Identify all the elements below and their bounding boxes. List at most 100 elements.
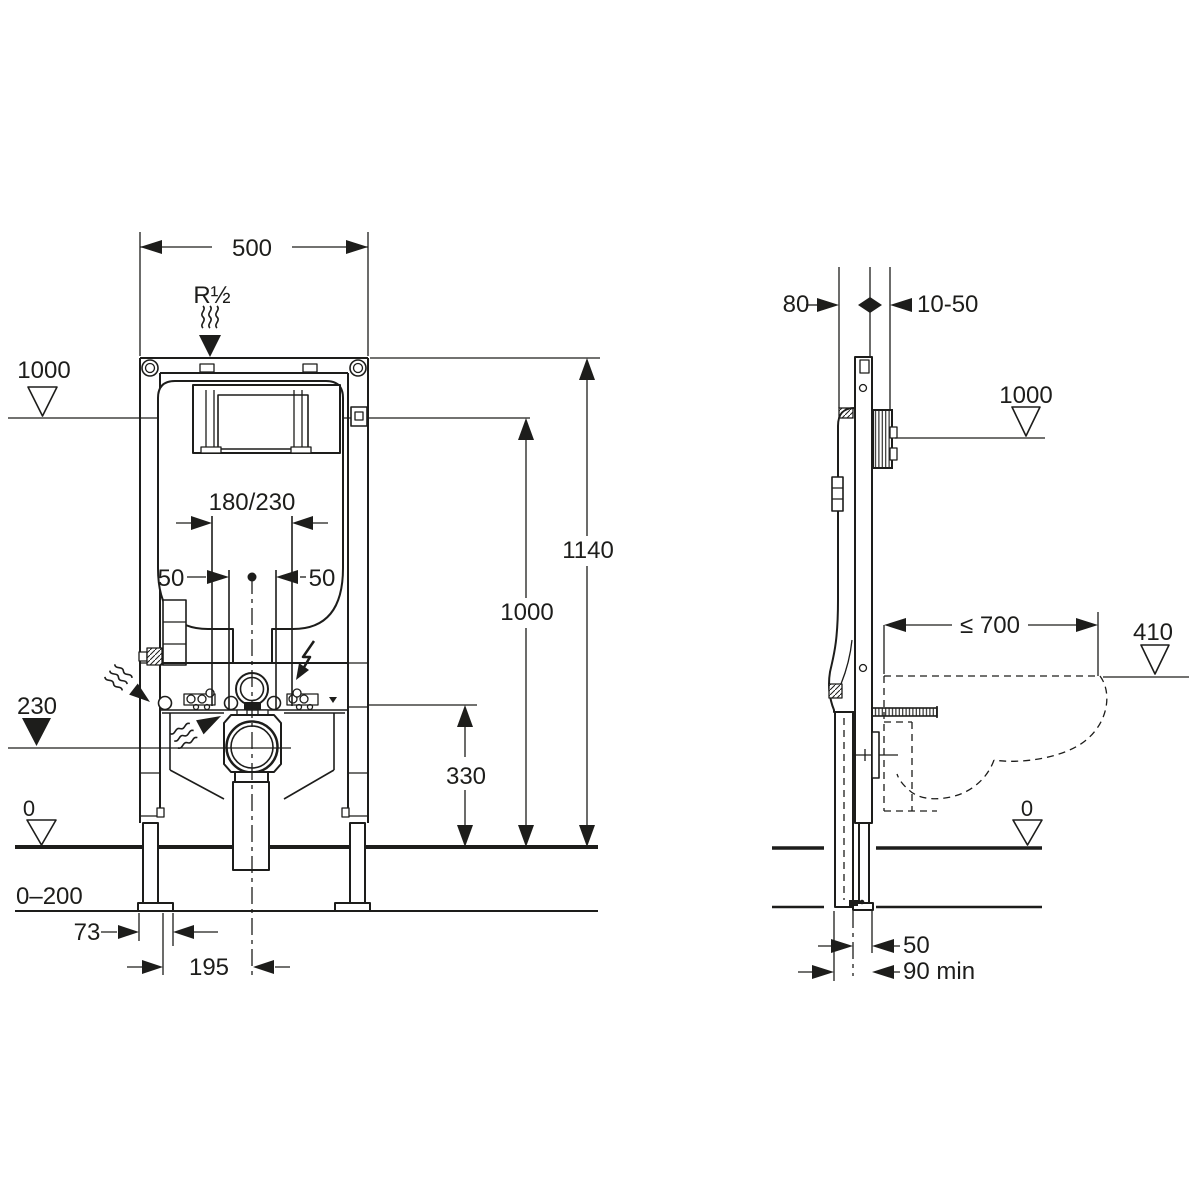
arrowhead-icon <box>1076 618 1098 632</box>
level-0-label: 0 <box>23 796 35 821</box>
dim-foot: 73 <box>74 913 218 946</box>
dim-frame-height-label: 1140 <box>562 537 614 564</box>
dim-wall-min-label: 90 min <box>903 958 975 985</box>
arrowhead-icon <box>142 960 163 974</box>
dim-inner-height-label: 1000 <box>500 599 553 626</box>
mounting-frame <box>139 357 369 823</box>
frame-screw-icon <box>349 359 367 377</box>
dim-inner-height: 1000 <box>500 418 554 847</box>
arrowhead-icon <box>884 618 906 632</box>
inspection-box <box>192 384 341 454</box>
arrowhead-icon <box>118 925 139 939</box>
dim-offsets-50: 50 50 <box>158 565 336 592</box>
dim-width-label: 500 <box>232 235 272 262</box>
diamond-arrow-icon <box>858 297 882 313</box>
dim-floor-range-label: 0–200 <box>16 883 83 910</box>
dim-pipe-to-front: 50 <box>818 910 930 959</box>
level-1000-label: 1000 <box>17 357 70 384</box>
connection-fittings <box>157 688 337 711</box>
dim-offset-right-label: 50 <box>309 565 336 592</box>
arrowhead-icon <box>812 965 834 979</box>
level-230-label: 230 <box>17 693 57 720</box>
dim-frame-depth: 80 <box>783 291 839 318</box>
marker-arrow-icon <box>329 697 337 703</box>
down-arrow-icon <box>199 335 221 357</box>
arrowhead-icon <box>518 418 534 440</box>
dim-frame-depth-label: 80 <box>783 291 810 318</box>
front-view: R½ 500 180/230 <box>8 232 614 981</box>
level-marker-230: 230 <box>17 693 57 746</box>
level-marker-1000: 1000 <box>17 357 71 417</box>
arrowhead-icon <box>173 925 194 939</box>
dim-support-height: 330 <box>368 704 486 847</box>
dim-support-height-label: 330 <box>446 763 486 790</box>
arrowhead-icon <box>457 705 473 727</box>
level-triangle-icon <box>1012 819 1043 846</box>
connection-lines <box>228 570 277 710</box>
arrowhead-icon <box>292 516 313 530</box>
dim-rod-spacing-label: 180/230 <box>209 489 296 516</box>
wc-pan-outline <box>883 675 1108 812</box>
water-wave-icon <box>201 305 219 329</box>
level-triangle-icon <box>1011 406 1041 437</box>
dim-pan-depth-label: ≤ 700 <box>960 612 1020 639</box>
side-view: 80 10-50 <box>772 267 1189 985</box>
dim-rod-spacing: 180/230 <box>176 489 328 530</box>
fixing-rods <box>211 516 293 706</box>
dim-pan-depth: ≤ 700 <box>883 612 1099 676</box>
arrowhead-icon <box>872 939 894 953</box>
rail-bolt-box <box>350 406 368 427</box>
arrowhead-icon <box>831 939 853 953</box>
dim-offset-left-label: 50 <box>158 565 185 592</box>
dim-finish-thickness: 10-50 <box>890 291 978 318</box>
level-marker-0: 0 <box>23 796 57 846</box>
arrowhead-icon <box>276 570 298 584</box>
arrowhead-icon <box>579 358 595 380</box>
flush-plate-box <box>872 409 898 469</box>
level-actuator-label: 1000 <box>999 382 1052 409</box>
arrowhead-icon <box>253 960 274 974</box>
fixing-bolt-side <box>871 707 938 717</box>
dim-frame-height: 1140 <box>370 357 614 847</box>
arrowhead-icon <box>140 240 162 254</box>
level-triangle-icon <box>26 819 57 846</box>
drain-funnels <box>162 712 345 800</box>
dim-pipe-to-front-label: 50 <box>903 932 930 959</box>
water-supply-label: R½ <box>193 282 230 309</box>
arrowhead-icon <box>518 825 534 847</box>
arrowhead-icon <box>817 298 839 312</box>
water-flow-icon <box>104 664 150 702</box>
drain-pipe <box>232 781 270 871</box>
cistern-profile <box>828 407 856 713</box>
arrowhead-icon <box>346 240 368 254</box>
level-marker-pan-top: 410 <box>1103 619 1189 678</box>
dim-leg-to-center: 195 <box>127 913 290 981</box>
fill-valve <box>162 599 187 666</box>
frame-legs <box>137 822 371 912</box>
drain-pipe-side <box>834 711 854 908</box>
frame-screw-icon <box>141 359 159 377</box>
dim-foot-label: 73 <box>74 919 101 946</box>
arrowhead-icon <box>191 516 212 530</box>
level-floor-label: 0 <box>1021 796 1033 821</box>
level-triangle-icon <box>27 386 58 417</box>
dim-wall-min: 90 min <box>798 911 975 985</box>
arrowhead-icon <box>890 298 912 312</box>
supply-coupling <box>138 647 163 666</box>
arrowhead-icon <box>207 570 229 584</box>
level-marker-floor: 0 <box>1012 796 1043 846</box>
dim-finish-thickness-label: 10-50 <box>917 291 978 318</box>
level-triangle-icon <box>1140 644 1170 675</box>
level-pan-top-label: 410 <box>1133 619 1173 646</box>
arrowhead-icon <box>872 965 894 979</box>
water-supply-callout: R½ <box>193 282 231 357</box>
level-marker-actuator: 1000 <box>895 382 1053 439</box>
arrowhead-icon <box>579 825 595 847</box>
arrowhead-icon <box>457 825 473 847</box>
water-flow-icon <box>170 716 221 749</box>
dim-leg-to-center-label: 195 <box>189 954 229 981</box>
power-connection-icon <box>296 640 316 680</box>
outlet-stub <box>853 731 898 779</box>
